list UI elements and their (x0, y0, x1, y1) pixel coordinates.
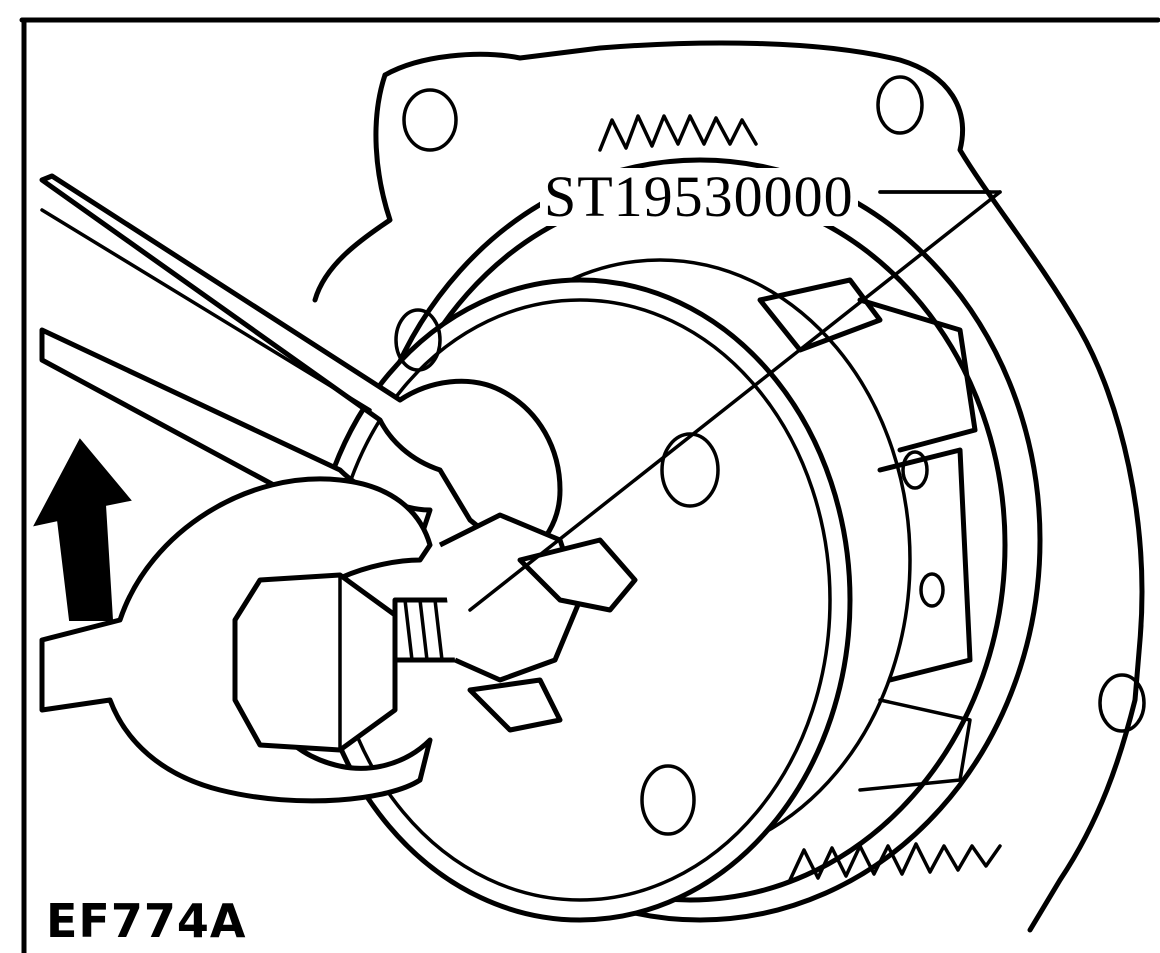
knuckle-flange (312, 40, 1146, 933)
frame-border (19, 17, 1160, 953)
hub-bolt-hole (394, 308, 442, 372)
flange-bolt-hole (1098, 673, 1146, 733)
flange-bolt-hole (876, 75, 924, 135)
flange-bolt-hole (402, 88, 458, 152)
figure-code: EF774A (46, 894, 247, 948)
hub-bolt-hole (660, 432, 720, 508)
special-tool-callout: ST19530000 (540, 168, 858, 226)
hub-bolt-hole (640, 764, 696, 836)
rotation-direction-arrow-icon (33, 438, 132, 621)
callout-leader-lines (468, 190, 1002, 612)
turning-wrench (39, 476, 638, 804)
